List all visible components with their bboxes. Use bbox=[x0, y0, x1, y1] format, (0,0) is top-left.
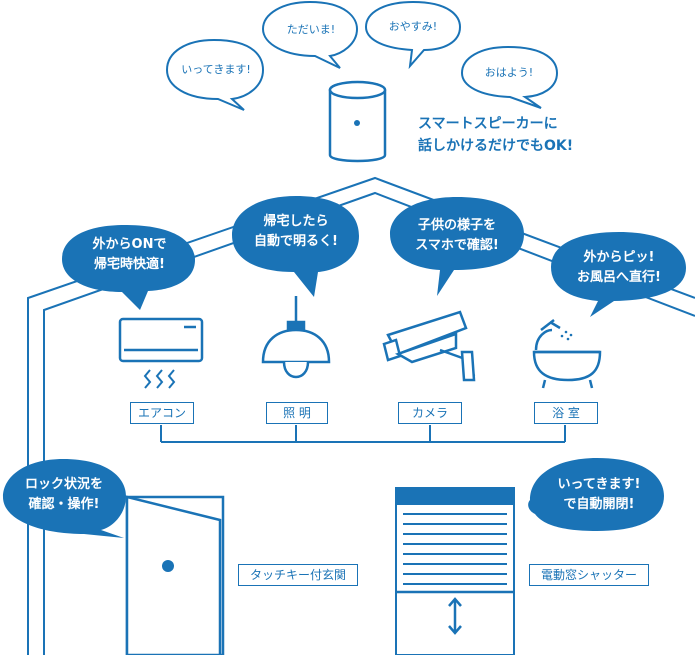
security-camera-icon bbox=[382, 310, 476, 382]
label-light: 照 明 bbox=[266, 402, 328, 424]
air-conditioner-icon bbox=[118, 317, 204, 389]
tagline: スマートスピーカーに 話しかけるだけでもOK! bbox=[418, 116, 574, 154]
pendant-light-icon bbox=[261, 296, 331, 379]
bubble-text-oyasumi: おやすみ! bbox=[388, 20, 438, 33]
speech-bubble-icon bbox=[232, 196, 359, 297]
connection-lines bbox=[160, 425, 566, 443]
label-door: タッチキー付玄関 bbox=[238, 564, 358, 586]
speech-bubble-icon bbox=[3, 459, 126, 538]
label-shutter: 電動窓シャッター bbox=[529, 564, 649, 586]
up-down-arrow-icon bbox=[448, 597, 462, 635]
label-aircon: エアコン bbox=[130, 402, 194, 424]
speech-bubble-icon bbox=[551, 232, 686, 317]
bubble-text-itte: いってきます! bbox=[181, 63, 251, 76]
label-camera: カメラ bbox=[398, 402, 462, 424]
speech-bubble-icon bbox=[528, 458, 664, 531]
bathtub-icon bbox=[532, 319, 602, 389]
feature-text-camera: 子供の様子を スマホで確認! bbox=[415, 218, 499, 254]
feature-text-bath: 外からピッ! お風呂へ直行! bbox=[577, 250, 661, 286]
bubble-text-tadaima: ただいま! bbox=[286, 23, 336, 36]
smart-speaker-icon bbox=[328, 80, 387, 163]
speech-bubble-icon bbox=[390, 197, 524, 296]
bubble-text-ohayou: おはよう! bbox=[484, 66, 534, 79]
feature-text-lock: ロック状況を 確認・操作! bbox=[24, 477, 103, 513]
feature-text-light: 帰宅したら 自動で明るく! bbox=[254, 214, 338, 250]
speech-bubble-icon bbox=[62, 225, 195, 310]
label-bath: 浴 室 bbox=[534, 402, 598, 424]
feature-text-shutter: いってきます! で自動開閉! bbox=[557, 477, 641, 513]
feature-text-aircon: 外からONで 帰宅時快適! bbox=[92, 237, 167, 273]
door-icon bbox=[125, 495, 225, 655]
speech-bubble-icon bbox=[165, 0, 559, 111]
